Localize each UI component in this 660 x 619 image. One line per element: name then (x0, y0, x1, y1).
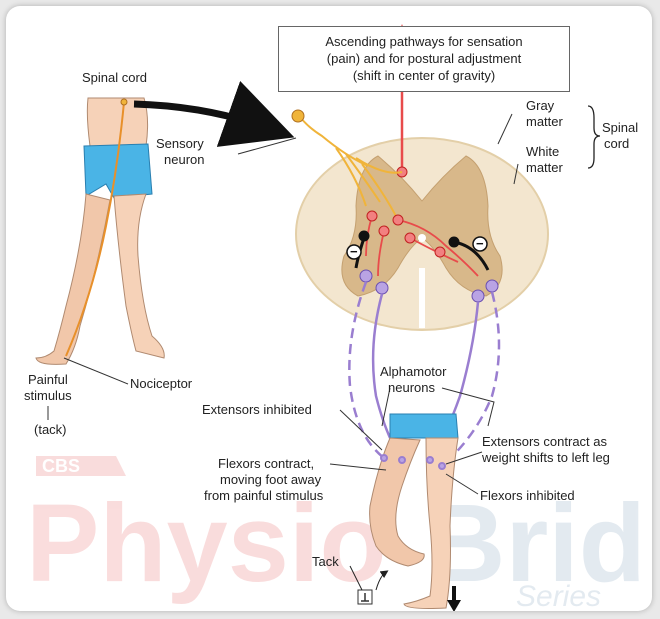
title-box: Ascending pathways for sensation (pain) … (278, 26, 570, 92)
label-flexors-inhibited: Flexors inhibited (480, 488, 575, 503)
label-painful-1: Painful (28, 372, 68, 387)
watermark-cbs: CBS (42, 456, 80, 476)
left-leg-figure (36, 98, 164, 364)
label-painful-2: stimulus (24, 388, 72, 403)
diagram-canvas: CBS Physio Brid Series (6, 6, 652, 611)
spinal-cord-bracket (588, 106, 600, 168)
label-painful-3: (tack) (34, 422, 67, 437)
label-sensory-neuron-1: Sensory (156, 136, 204, 151)
shorts-lower (390, 414, 458, 438)
label-alphamotor-2: neurons (388, 380, 435, 395)
watermark: CBS Physio Brid Series (26, 456, 646, 611)
label-extensors-contract-2: weight shifts to left leg (481, 450, 610, 465)
label-spinal-cord-leg: Spinal cord (82, 70, 147, 85)
label-gray-matter-1: Gray (526, 98, 555, 113)
figure-card: CBS Physio Brid Series (6, 6, 652, 611)
title-line-2: (pain) and for postural adjustment (279, 50, 569, 67)
label-tack: Tack (312, 554, 339, 569)
label-white-matter-1: White (526, 144, 559, 159)
minus-right-text: − (476, 236, 484, 251)
label-gray-matter-2: matter (526, 114, 564, 129)
label-flexors-contract-1: Flexors contract, (218, 456, 314, 471)
title-line-3: (shift in center of gravity) (279, 67, 569, 84)
label-nociceptor: Nociceptor (130, 376, 193, 391)
label-extensors-contract-1: Extensors contract as (482, 434, 607, 449)
minus-left-text: − (350, 244, 358, 259)
title-line-1: Ascending pathways for sensation (279, 33, 569, 50)
watermark-series: Series (516, 580, 601, 611)
label-extensors-inhibited: Extensors inhibited (202, 402, 312, 417)
label-flexors-contract-2: moving foot away (220, 472, 322, 487)
label-spinal-cord-bracket-2: cord (604, 136, 629, 151)
label-flexors-contract-3: from painful stimulus (204, 488, 324, 503)
label-white-matter-2: matter (526, 160, 564, 175)
connection-arrow (134, 104, 268, 128)
spinal-cord-section (296, 138, 548, 330)
label-spinal-cord-bracket-1: Spinal (602, 120, 638, 135)
weight-arrow (447, 600, 461, 611)
label-sensory-neuron-2: neuron (164, 152, 204, 167)
label-alphamotor-1: Alphamotor (380, 364, 447, 379)
